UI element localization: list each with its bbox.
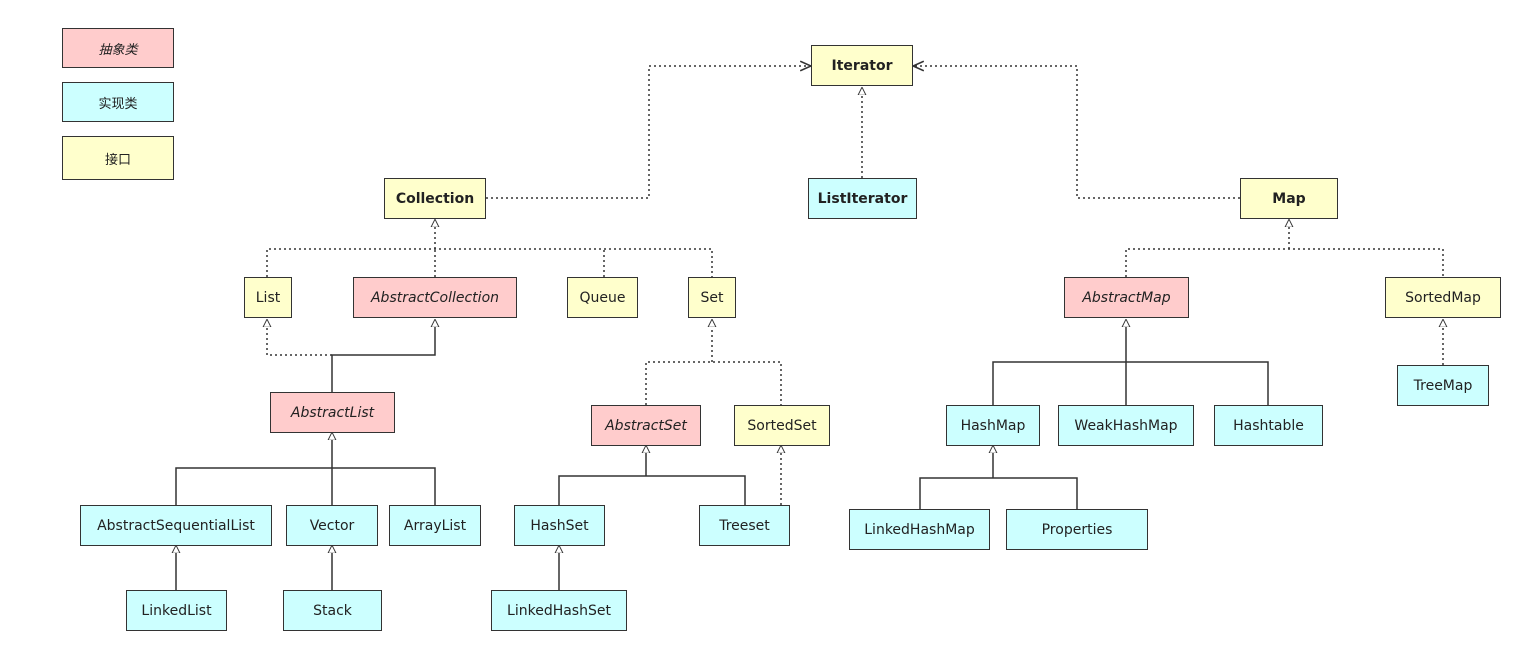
edge-abstractset-children (558, 475, 746, 505)
node-hashset: HashSet (514, 505, 605, 546)
node-map: Map (1240, 178, 1338, 219)
node-linkedhashset: LinkedHashSet (491, 590, 627, 631)
node-vector: Vector (286, 505, 378, 546)
legend-abstract-class: 抽象类 (62, 28, 174, 68)
node-queue: Queue (567, 277, 638, 318)
node-iterator: Iterator (811, 45, 913, 86)
node-listiterator: ListIterator (808, 178, 917, 219)
edge-abstractlist-list (267, 320, 332, 356)
node-hashmap: HashMap (946, 405, 1040, 446)
edge-collection-children (266, 248, 713, 277)
edge-collection-iterator (486, 66, 811, 199)
node-weakhashmap: WeakHashMap (1058, 405, 1194, 446)
edge-abstractmap-children (992, 361, 1269, 405)
node-abstractmap: AbstractMap (1064, 277, 1189, 318)
legend-implementation-class: 实现类 (62, 82, 174, 122)
node-abstractcollection: AbstractCollection (353, 277, 517, 318)
node-arraylist: ArrayList (389, 505, 481, 546)
node-linkedlist: LinkedList (126, 590, 227, 631)
edge-map-iterator (913, 66, 1240, 199)
node-sortedmap: SortedMap (1385, 277, 1501, 318)
edge-set-children (645, 361, 782, 405)
node-list: List (244, 277, 292, 318)
edge-abstractlist-abstractcollection (331, 320, 435, 392)
node-abstractset: AbstractSet (591, 405, 701, 446)
node-collection: Collection (384, 178, 486, 219)
node-treemap: TreeMap (1397, 365, 1489, 406)
node-sortedset: SortedSet (734, 405, 830, 446)
edge-map-children (1125, 248, 1444, 277)
edge-hashmap-children (919, 477, 1078, 509)
edge-abstractlist-children (175, 467, 436, 505)
node-hashtable: Hashtable (1214, 405, 1323, 446)
legend-interface: 接口 (62, 136, 174, 180)
node-properties: Properties (1006, 509, 1148, 550)
node-linkedhashmap: LinkedHashMap (849, 509, 990, 550)
node-abstractsequentiallist: AbstractSequentialList (80, 505, 272, 546)
node-treeset: Treeset (699, 505, 790, 546)
node-set: Set (688, 277, 736, 318)
node-abstractlist: AbstractList (270, 392, 395, 433)
node-stack: Stack (283, 590, 382, 631)
